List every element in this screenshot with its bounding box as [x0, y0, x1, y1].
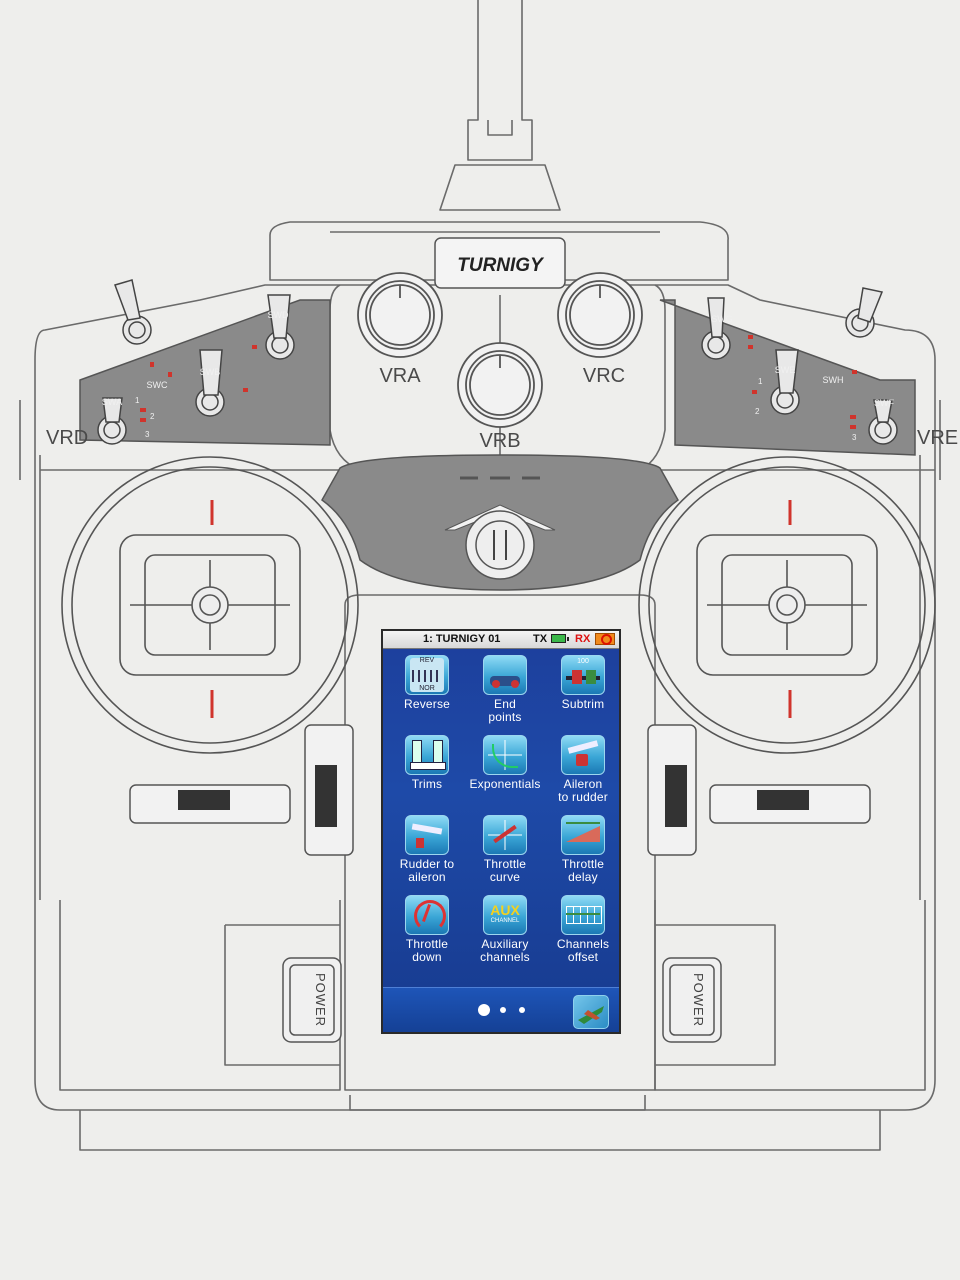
page-dot-2[interactable] — [500, 1007, 506, 1013]
swb-label: SWB — [200, 367, 221, 377]
power-label-right: POWER — [691, 973, 706, 1027]
page-navigation-bar — [383, 987, 619, 1032]
switch-pos-2: 2 — [150, 412, 155, 421]
menu-item-label: Exponentials — [469, 777, 541, 791]
menu-item-label: Throttle down — [405, 937, 449, 964]
swg-label: SWG — [711, 314, 733, 324]
swe-label: SWE — [775, 365, 796, 375]
switch-pos-3: 3 — [145, 430, 150, 439]
menu-item-label: Throttle delay — [561, 857, 605, 884]
menu-item-label: Throttle curve — [483, 857, 527, 884]
channels-offset-icon — [561, 895, 605, 935]
vre-label: VRE — [917, 427, 958, 449]
switch-pos-3-right: 3 — [852, 433, 857, 442]
no-signal-icon — [595, 633, 615, 645]
vrc-label: VRC — [583, 365, 625, 387]
airplane-icon — [578, 1006, 604, 1024]
body-outline — [34, 284, 936, 1111]
battery-icon — [551, 634, 569, 643]
menu-item-exponentials[interactable]: Exponentials — [467, 735, 543, 815]
subtrim-icon: 100 — [561, 655, 605, 695]
rx-label: RX — [575, 633, 591, 645]
switch-pos-1-right: 1 — [758, 377, 763, 386]
vrd-label: VRD — [46, 427, 88, 449]
menu-item-label: Rudder to aileron — [399, 857, 455, 884]
menu-item-label: Subtrim — [561, 697, 605, 711]
swd-label: SWD — [268, 310, 289, 320]
page-dot-3[interactable] — [519, 1007, 525, 1013]
menu-item-label: Reverse — [403, 697, 451, 711]
swf-label: SWF — [874, 398, 894, 408]
menu-item-channels-offset[interactable]: Channels offset — [545, 895, 619, 975]
menu-item-throttle-curve[interactable]: Throttle curve — [467, 815, 543, 895]
menu-item-rudder-to-aileron[interactable]: Rudder to aileron — [389, 815, 465, 895]
swa-label: SWA — [102, 397, 122, 407]
next-page-button[interactable] — [573, 995, 609, 1029]
swh-label: SWH — [823, 375, 844, 385]
swc-label: SWC — [147, 380, 168, 390]
brand-logo: TURNIGY — [457, 255, 545, 276]
tx-label: TX — [533, 633, 548, 645]
end-points-icon — [483, 655, 527, 695]
trims-icon — [405, 735, 449, 775]
power-label-left: POWER — [313, 973, 328, 1027]
vrb-label: VRB — [479, 430, 520, 452]
menu-item-throttle-down[interactable]: Throttle down — [389, 895, 465, 975]
menu-item-label: Auxiliary channels — [480, 937, 530, 964]
menu-item-throttle-delay[interactable]: Throttle delay — [545, 815, 619, 895]
menu-item-label: End points — [488, 697, 522, 724]
aileron-to-rudder-icon — [561, 735, 605, 775]
menu-item-end-points[interactable]: End points — [467, 655, 543, 735]
throttle-curve-icon — [483, 815, 527, 855]
model-name[interactable]: 1: TURNIGY 01 — [423, 633, 501, 645]
page-dot-1[interactable] — [478, 1004, 490, 1016]
menu-item-label: Channels offset — [556, 937, 610, 964]
exponentials-icon — [483, 735, 527, 775]
menu-item-label: Trims — [411, 777, 443, 791]
throttle-down-icon — [405, 895, 449, 935]
status-bar: 1: TURNIGY 01 TX RX — [383, 631, 619, 649]
menu-item-trims[interactable]: Trims — [389, 735, 465, 815]
menu-item-aileron-to-rudder[interactable]: Aileron to rudder — [545, 735, 619, 815]
throttle-delay-icon — [561, 815, 605, 855]
vra-label: VRA — [379, 365, 421, 387]
menu-item-label: Aileron to rudder — [558, 777, 608, 804]
switch-pos-1: 1 — [135, 396, 140, 405]
top-housing — [269, 221, 729, 281]
antenna — [467, 0, 533, 161]
rudder-to-aileron-icon — [405, 815, 449, 855]
switch-pos-2-right: 2 — [755, 407, 760, 416]
